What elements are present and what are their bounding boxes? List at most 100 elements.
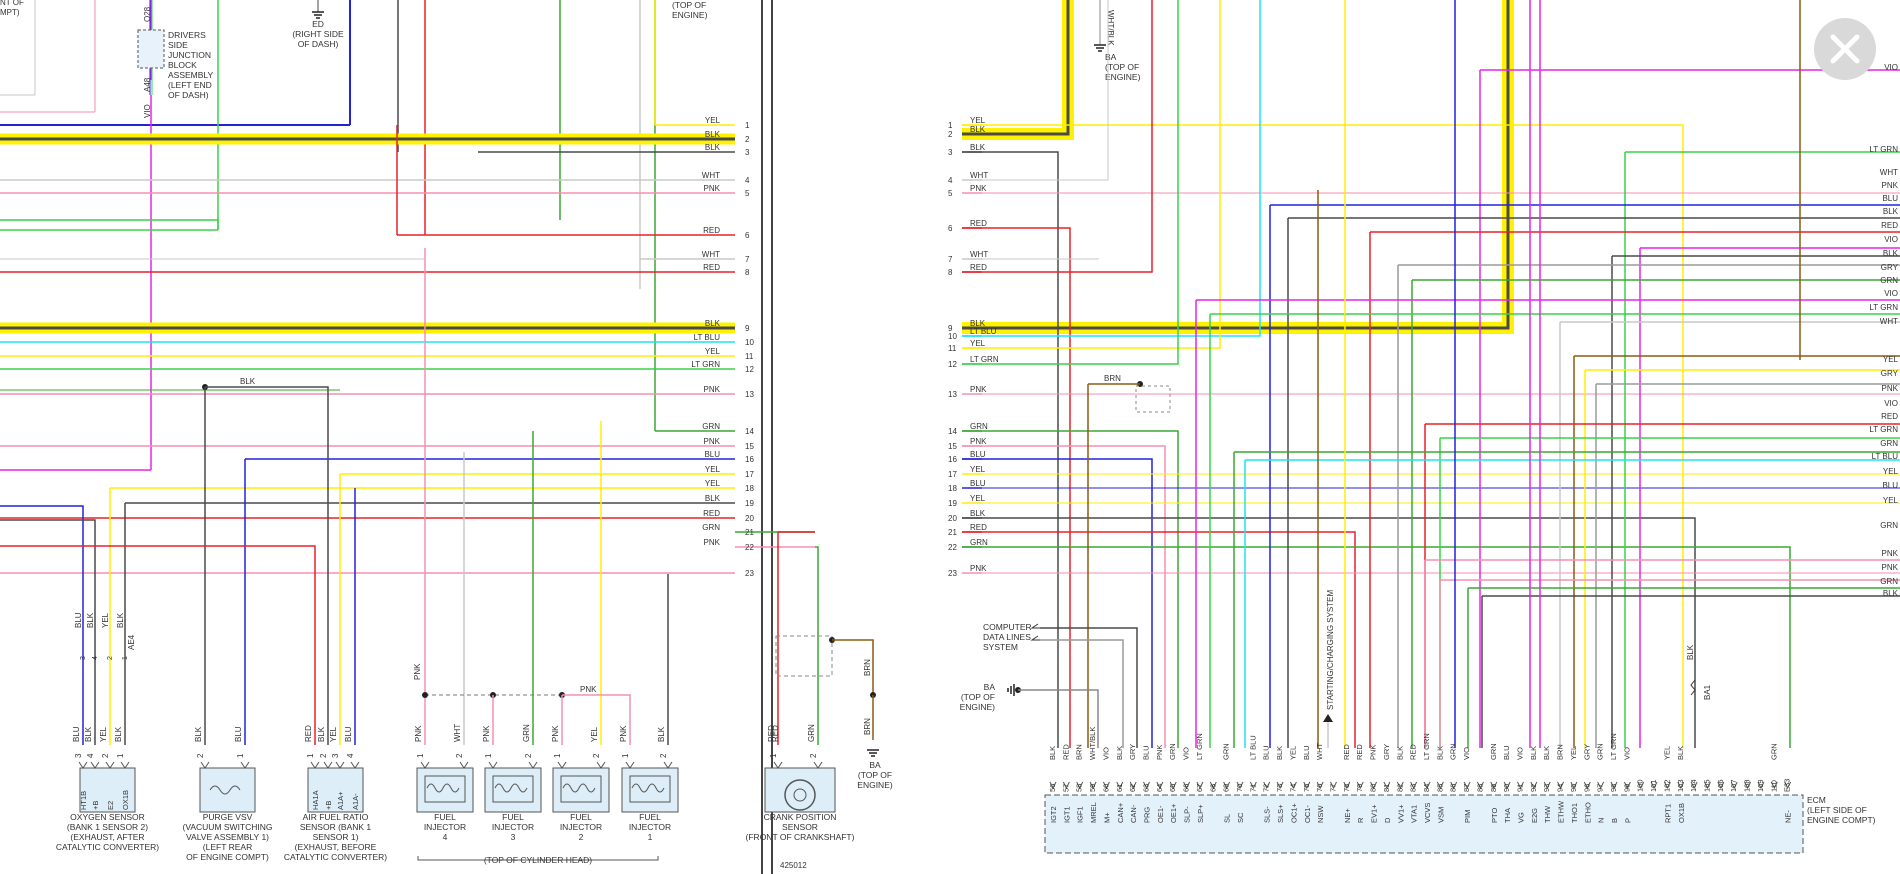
- ecm-pin: [1757, 781, 1765, 790]
- component-6: [552, 761, 610, 813]
- connector-pin: [663, 761, 673, 769]
- wire-label: BLK: [1686, 644, 1695, 660]
- ecm-pin-wire-label: BRN: [1556, 744, 1565, 760]
- wire-label: PNK: [580, 685, 597, 694]
- row-wire-label: BLK: [705, 319, 721, 328]
- row-wire-label: LT BLU: [694, 333, 721, 342]
- label-line: ECM: [1807, 795, 1826, 805]
- pin-number: 3: [80, 656, 87, 660]
- row-wire-label: PNK: [704, 437, 721, 446]
- ecm-pin-number: 92: [1529, 784, 1538, 792]
- injector-icon: [629, 775, 671, 803]
- pin-wire-label: PNK: [482, 725, 491, 742]
- ecm-pin-number: 109: [1756, 779, 1765, 792]
- ecm-pin-number: 91: [1516, 784, 1525, 792]
- ecm-pin: [1116, 781, 1124, 790]
- ecm-pin-number: 86: [1449, 784, 1458, 792]
- ecm-pin-number: 67: [1195, 784, 1204, 792]
- label-line: (TOP OF: [961, 692, 995, 702]
- ecm-pin: [1663, 781, 1671, 790]
- ecm-pin-wire-label: GRY: [1128, 744, 1137, 760]
- pin-number: 2: [196, 753, 205, 758]
- row-number: 1: [948, 121, 953, 130]
- row-number: 14: [745, 427, 754, 436]
- ecm-pin: [1343, 781, 1351, 790]
- pin-terminal-label: OX1B: [121, 790, 130, 810]
- ecm-pin-wire-label: PNK: [1155, 745, 1164, 760]
- wire: [962, 531, 1356, 748]
- label-line: AIR FUEL RATIO: [303, 812, 369, 822]
- ecm-pin-terminal: SLP-: [1183, 806, 1192, 823]
- ecm-pin-wire-label: LT GRN: [1422, 733, 1431, 760]
- row-number: 10: [745, 338, 754, 347]
- label-line: (BANK 1 SENSOR 2): [67, 822, 148, 832]
- component-8: [764, 761, 836, 813]
- ecm-pin-wire-label: BLK: [1115, 746, 1124, 760]
- connector-pin: [773, 761, 783, 769]
- label-line: BA: [1105, 52, 1117, 62]
- arrow-icon: [1030, 623, 1040, 641]
- ecm-pin-number: 102: [1662, 779, 1671, 792]
- row-number: 9: [948, 324, 953, 333]
- ecm-pin: [1330, 781, 1337, 790]
- ecm-pin-terminal: VCVS: [1423, 803, 1432, 823]
- ecm-pin: [1129, 781, 1137, 790]
- right-edge-wire-label: GRY: [1881, 263, 1899, 272]
- right-edge-wire-label: RED: [1881, 412, 1898, 421]
- ecm-pin: [1597, 781, 1605, 790]
- ecm-module: [1044, 794, 1804, 854]
- wire: [962, 258, 1099, 260]
- ecm-pin-wire-label: RED: [1355, 744, 1364, 760]
- label-line: ENGINE): [672, 10, 708, 20]
- ecm-pin: [1490, 781, 1498, 790]
- ecm-pin-terminal: P: [1623, 818, 1632, 823]
- ecm-pin: [1076, 781, 1084, 790]
- row-number: 16: [948, 455, 957, 464]
- shield: [775, 635, 833, 677]
- row-number: 22: [745, 543, 754, 552]
- ecm-pin-terminal: CAN-: [1129, 804, 1138, 823]
- coil-icon: [426, 783, 460, 793]
- label-line: (TOP OF: [672, 0, 706, 10]
- connector-pin: [105, 761, 115, 769]
- label-line: OF DASH): [298, 39, 339, 49]
- ecm-pin-number: 89: [1489, 784, 1498, 792]
- ecm-pin-terminal: SLS+: [1276, 804, 1285, 823]
- label-line: SYSTEM: [983, 642, 1018, 652]
- ecm-pin-terminal: SL: [1223, 814, 1232, 823]
- pin-wire-label: YEL: [99, 726, 108, 742]
- ecm-pin: [1383, 781, 1391, 790]
- wire: [1040, 639, 1124, 748]
- row-number: 8: [745, 268, 750, 277]
- ecm-pin-terminal: PIM: [1463, 810, 1472, 823]
- ecm-pin-terminal: EV1+: [1370, 804, 1379, 823]
- harness-wire-9: [962, 0, 1510, 330]
- right-edge-wire-label: PNK: [1882, 549, 1899, 558]
- ecm-pin-wire-label: RED: [1342, 744, 1351, 760]
- ecm-pin-wire-label: GRN: [1222, 743, 1231, 760]
- wire: [962, 0, 1221, 349]
- connector-pin: [528, 761, 538, 769]
- close-button[interactable]: [1814, 18, 1876, 80]
- row-number: 16: [745, 455, 754, 464]
- row-wire-label: YEL: [705, 479, 721, 488]
- ecm-pin-wire-label: VIO: [1462, 747, 1471, 760]
- right-edge-wire-label: BLU: [1882, 481, 1898, 490]
- row-number: 2: [948, 130, 953, 139]
- label-line: 1: [648, 832, 653, 842]
- row-wire-label: PNK: [970, 385, 987, 394]
- ecm-pin: [1263, 781, 1271, 790]
- row-number: 14: [948, 427, 957, 436]
- connector-pin: [625, 761, 635, 769]
- connector-pin: [200, 761, 210, 769]
- ecm-pin: [1089, 781, 1097, 790]
- ecm-pin: [1503, 781, 1511, 790]
- ecm-pin-number: 66: [1182, 784, 1191, 792]
- right-edge-wire-label: GRN: [1880, 521, 1898, 530]
- label-line: BA: [984, 682, 996, 692]
- wire: [962, 0, 1261, 337]
- row-wire-label: YEL: [705, 465, 721, 474]
- label-line: BA: [869, 760, 881, 770]
